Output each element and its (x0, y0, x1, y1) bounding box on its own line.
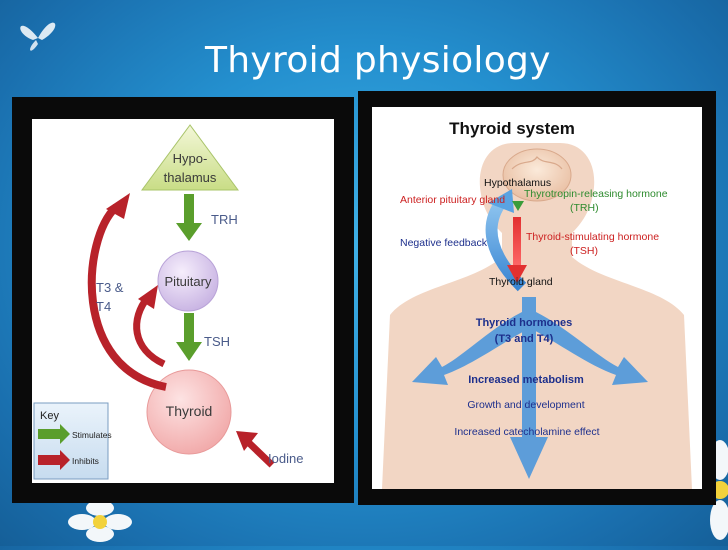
thyroid-gland-label: Thyroid gland (489, 276, 553, 288)
tsh-hormone-label-2: (TSH) (570, 245, 598, 257)
iodine-label: Iodine (268, 451, 303, 466)
t3-t4-label-1: T3 & (96, 280, 124, 295)
slide-title: Thyroid physiology (205, 40, 551, 81)
catecholamine-label: Increased catecholamine effect (454, 426, 599, 438)
right-diagram: Thyroid system Hypothalamus Anterior pit… (372, 107, 702, 489)
brain (502, 148, 572, 202)
tsh-label: TSH (204, 334, 230, 349)
hypothalamus-label-2: thalamus (164, 170, 217, 185)
hypothalamus-triangle (141, 124, 239, 191)
pituitary-circle (157, 250, 219, 312)
tsh-hormone-label-1: Thyroid-stimulating hormone (526, 231, 659, 243)
left-diagram-frame: Hypo- thalamus TRH Pituitary TSH Thyroid (12, 97, 354, 503)
trh-stimulate-arrow (176, 194, 202, 241)
increased-metabolism-label: Increased metabolism (468, 374, 584, 386)
legend-key: Key Stimulates Inhibits (33, 402, 112, 480)
feedback-arrowhead-hypothalamus (106, 193, 130, 219)
thyroid-circle (146, 369, 232, 455)
tsh-stimulate-arrow (176, 313, 202, 361)
brain-folds (511, 155, 563, 170)
butterfly-icon (20, 22, 56, 51)
flower-decoration-bottom-left (68, 500, 132, 542)
tsh-arrow-shaft (513, 217, 521, 269)
trh-hormone-label-1: Thyrotropin-releasing hormone (524, 188, 668, 200)
trh-label: TRH (211, 212, 238, 227)
thyroid-hormones-label-1: Thyroid hormones (476, 317, 573, 329)
key-inhibits: Inhibits (72, 456, 99, 466)
left-diagram-graphic: Hypo- thalamus TRH Pituitary TSH Thyroid (33, 124, 303, 480)
hormone-arrows (412, 297, 648, 479)
negative-feedback-label: Negative feedback (400, 237, 488, 249)
inhibits-swatch (38, 450, 70, 470)
trh-hormone-label-2: (TRH) (570, 202, 599, 214)
hypothalamus-label-1: Hypo- (173, 151, 208, 166)
anterior-pituitary-label: Anterior pituitary gland (400, 194, 505, 206)
iodine-arrow (236, 431, 275, 468)
pituitary-label: Pituitary (165, 274, 212, 289)
stimulates-swatch (38, 424, 70, 444)
tsh-arrowhead (507, 265, 527, 283)
negative-feedback-arrowhead (488, 189, 514, 213)
thyroid-label: Thyroid (166, 403, 213, 419)
key-stimulates: Stimulates (72, 430, 112, 440)
feedback-arrow-to-pituitary (133, 294, 166, 368)
feedback-arrowhead-pituitary (138, 285, 158, 309)
right-diagram-frame: Thyroid system Hypothalamus Anterior pit… (358, 91, 716, 505)
thyroid-hormones-label-2: (T3 and T4) (495, 333, 554, 345)
right-diagram-graphic: Thyroid system Hypothalamus Anterior pit… (382, 119, 692, 489)
key-title: Key (40, 410, 59, 422)
negative-feedback-arrow (485, 197, 527, 292)
hypothalamus-label: Hypothalamus (484, 177, 551, 189)
left-diagram: Hypo- thalamus TRH Pituitary TSH Thyroid (32, 119, 334, 483)
t3-t4-label-2: T4 (96, 299, 111, 314)
growth-development-label: Growth and development (467, 399, 584, 411)
diagram-title: Thyroid system (449, 119, 575, 138)
trh-arrowhead (512, 201, 524, 211)
feedback-arrow-to-hypothalamus (87, 204, 167, 391)
